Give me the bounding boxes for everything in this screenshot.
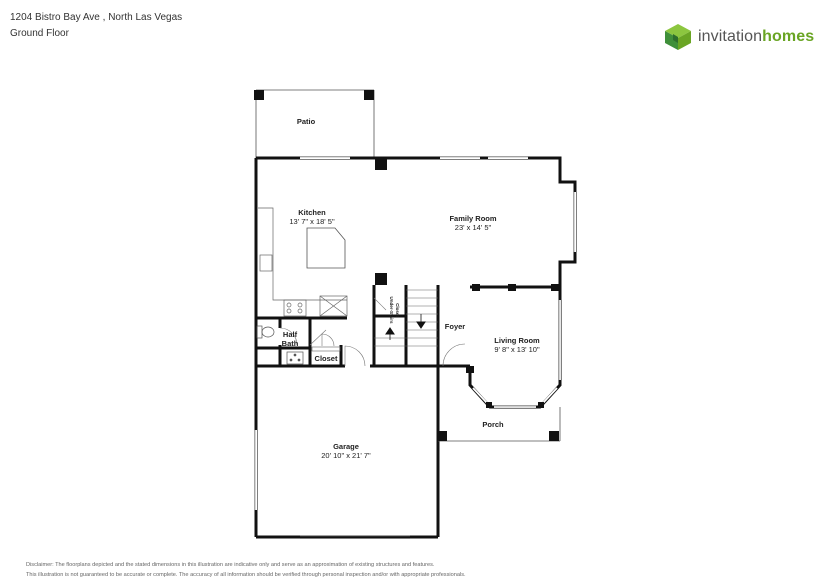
column: [375, 158, 387, 170]
stair-arrow-icon: [385, 314, 426, 340]
room-label-under-stairs-1: Under-Stairs: [389, 296, 394, 324]
kitchen-counters: [258, 207, 348, 317]
room-dim-living-room: 9' 8" x 13' 10": [494, 345, 540, 354]
room-label-family-room: Family Room: [449, 214, 496, 223]
disclaimer-line-1: Disclaimer: The floorplans depicted and …: [26, 562, 435, 568]
logo-wordmark: invitationhomes: [698, 28, 815, 45]
column: [508, 284, 516, 291]
kitchen-island: [306, 227, 346, 269]
toilet-icon: [256, 325, 275, 339]
porch-outline: [438, 407, 561, 442]
room-label-foyer: Foyer: [445, 322, 466, 331]
column: [375, 273, 387, 285]
patio-outline: [255, 89, 375, 158]
windows: [255, 157, 576, 510]
door-swings: [279, 297, 466, 367]
bay-windows: [472, 300, 561, 408]
invitation-homes-logo: invitationhomes: [664, 22, 814, 52]
column: [466, 366, 474, 373]
column: [472, 284, 480, 291]
room-label-patio: Patio: [297, 117, 316, 126]
room-label-under-stairs-2: Closet: [395, 303, 400, 317]
room-label-porch: Porch: [482, 420, 504, 429]
closet-shelf: [311, 346, 341, 352]
porch-post: [437, 431, 447, 441]
patio-post: [364, 90, 374, 100]
cube-logo-icon: [665, 24, 691, 50]
room-label-kitchen: Kitchen: [298, 208, 326, 217]
disclaimer-line-2: This illustration is not guaranteed to b…: [26, 572, 466, 578]
column: [486, 402, 492, 408]
room-dim-garage: 20' 10" x 21' 7": [321, 451, 371, 460]
column: [538, 402, 544, 408]
room-dim-kitchen: 13' 7" x 18' 5": [289, 217, 335, 226]
patio-post: [254, 90, 264, 100]
room-label-half-bath-2: Bath: [282, 339, 299, 348]
floor-label: Ground Floor: [10, 28, 69, 39]
room-label-closet: Closet: [315, 354, 338, 363]
porch-post: [549, 431, 559, 441]
property-address: 1204 Bistro Bay Ave , North Las Vegas: [10, 12, 183, 23]
column: [551, 284, 559, 291]
sink-icon: [286, 351, 304, 365]
room-label-garage: Garage: [333, 442, 359, 451]
room-dim-family-room: 23' x 14' 5": [455, 223, 492, 232]
room-label-living-room: Living Room: [494, 336, 540, 345]
room-label-half-bath-1: Half: [283, 330, 298, 339]
